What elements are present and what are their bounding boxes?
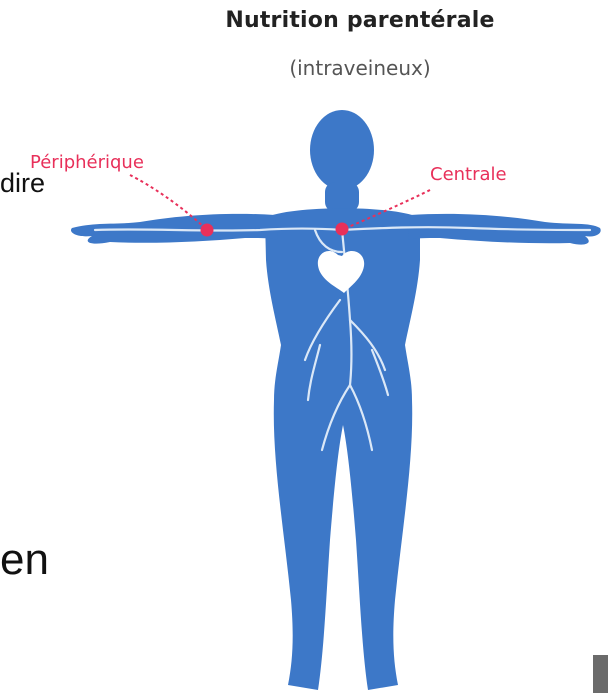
peripheral-label: Périphérique [30,152,144,173]
corner-mark [593,655,608,693]
central-label: Centrale [430,164,507,185]
body-silhouette [71,110,601,690]
